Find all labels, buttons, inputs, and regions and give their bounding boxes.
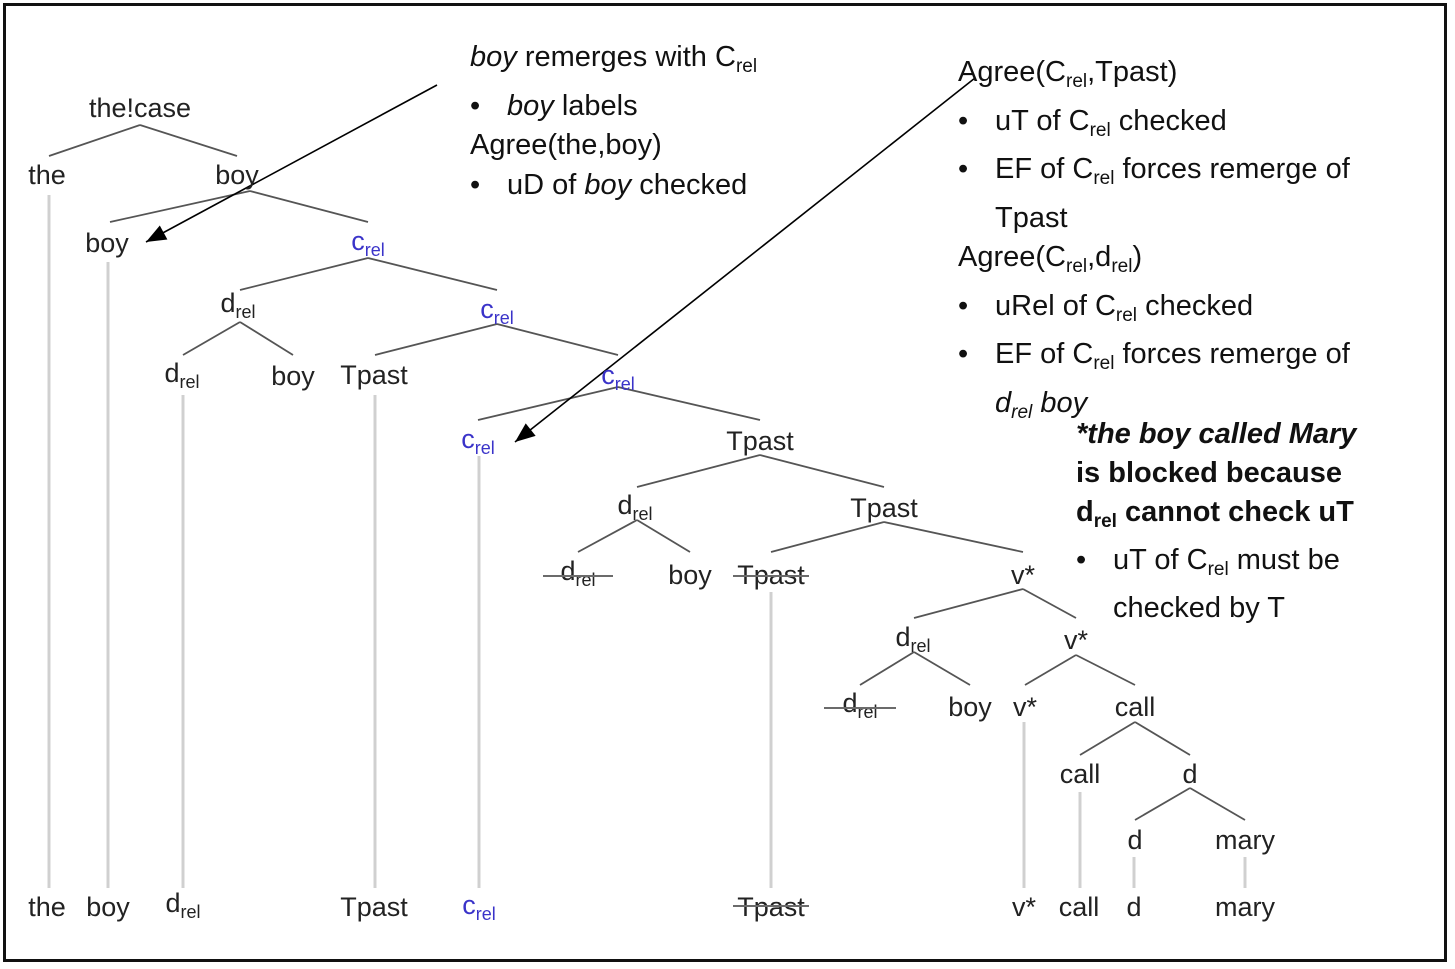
tree-branch <box>913 588 1024 619</box>
tree-branch <box>617 386 761 421</box>
arrow-to-boy <box>145 84 438 243</box>
leaf-boy: boy <box>86 892 130 922</box>
tree-branch <box>374 323 498 356</box>
tree-branch <box>109 190 251 223</box>
strikethrough-line <box>543 575 613 577</box>
tree-branch <box>577 519 638 553</box>
tree-branch <box>1024 654 1077 686</box>
arrow-to-c-rel <box>514 77 976 443</box>
leaf-c-rel: crel <box>462 890 496 924</box>
bullet-icon: • <box>958 104 969 137</box>
tree-branch <box>883 521 1024 553</box>
strikethrough-line <box>733 575 809 577</box>
tree-branch <box>249 190 369 223</box>
node-tpast-3: Tpast <box>850 493 918 523</box>
bullet-icon: • <box>958 289 969 322</box>
tree-branch <box>1022 588 1077 619</box>
node-call-head: call <box>1059 759 1101 789</box>
tree-branch <box>367 257 498 291</box>
leaf-d: d <box>1126 892 1142 922</box>
node-vstar-2: v* <box>1063 625 1089 655</box>
tree-branch <box>496 323 619 356</box>
tree-branch <box>1075 654 1136 686</box>
node-d-rel-1: drel <box>220 288 256 322</box>
strikethrough-line <box>733 905 809 907</box>
bullet-icon: • <box>470 168 481 201</box>
annotation-blocked: *the boy called Mary is blocked because … <box>1076 418 1357 624</box>
bullet-icon: • <box>470 89 481 122</box>
tree-branch <box>477 386 619 421</box>
node-tpast-2: Tpast <box>726 426 794 456</box>
leaf-mary: mary <box>1215 892 1275 922</box>
node-d-rel-2a-struck: drel <box>560 556 596 590</box>
annotation-agree-crel: Agree(Crel,Tpast) •uT of Crel checked •E… <box>958 56 1350 423</box>
bullet-icon: • <box>958 153 969 185</box>
leaf-call: call <box>1058 892 1100 922</box>
node-mary: mary <box>1215 825 1275 855</box>
bullet-icon: • <box>1076 544 1087 576</box>
diagram-frame <box>3 3 1447 962</box>
tree-branch <box>1189 787 1246 821</box>
node-c-rel-head: crel <box>461 424 495 458</box>
tree-branch <box>636 519 691 553</box>
node-boy-3: boy <box>948 692 992 722</box>
tree-branch <box>1134 787 1191 821</box>
leaf-vstar: v* <box>1011 892 1037 922</box>
node-boy-2: boy <box>668 560 712 590</box>
node-boy-phrase: boy <box>215 160 259 190</box>
tree-branch <box>48 124 141 157</box>
arrowhead-icon <box>515 423 536 442</box>
node-boy-1: boy <box>271 361 315 391</box>
arrowhead-icon <box>146 225 168 242</box>
leaf-tpast-struck: Tpast <box>737 892 805 922</box>
tree-branch <box>239 321 294 356</box>
node-root: the!case <box>88 93 192 123</box>
node-tpast-1: Tpast <box>340 360 408 390</box>
bullet-icon: • <box>958 338 969 370</box>
tree-branch <box>1134 721 1191 756</box>
node-vstar-head: v* <box>1012 692 1038 722</box>
leaf-d-rel: drel <box>165 888 201 922</box>
tree-branch <box>859 651 915 686</box>
annotation-boy-remerges: boy remerges with Crel •boy labels Agree… <box>470 38 757 205</box>
strikethrough-line <box>824 707 896 709</box>
tree-branch <box>1079 721 1136 756</box>
tree-branch <box>770 521 885 553</box>
node-d-rel-1a: drel <box>164 358 200 392</box>
node-the: the <box>28 160 66 190</box>
tree-branch <box>759 454 885 488</box>
tree-branch <box>636 454 761 488</box>
node-d-rel-3a-struck: drel <box>842 688 878 722</box>
node-boy-remerged: boy <box>85 228 129 258</box>
leaf-the: the <box>28 892 66 922</box>
tree-branch <box>182 321 241 356</box>
node-d-rel-2: drel <box>617 490 653 524</box>
tree-branch <box>239 257 369 291</box>
tree-branch <box>913 651 971 686</box>
node-d-rel-3: drel <box>895 622 931 656</box>
node-call-1: call <box>1114 692 1156 722</box>
node-c-rel-2: crel <box>480 294 514 328</box>
node-c-rel-1: crel <box>351 226 385 260</box>
node-d-1: d <box>1182 759 1198 789</box>
node-d-head: d <box>1127 825 1143 855</box>
leaf-tpast: Tpast <box>340 892 408 922</box>
tree-branch <box>139 124 238 157</box>
node-vstar-1: v* <box>1010 560 1036 590</box>
node-c-rel-3: crel <box>601 360 635 394</box>
